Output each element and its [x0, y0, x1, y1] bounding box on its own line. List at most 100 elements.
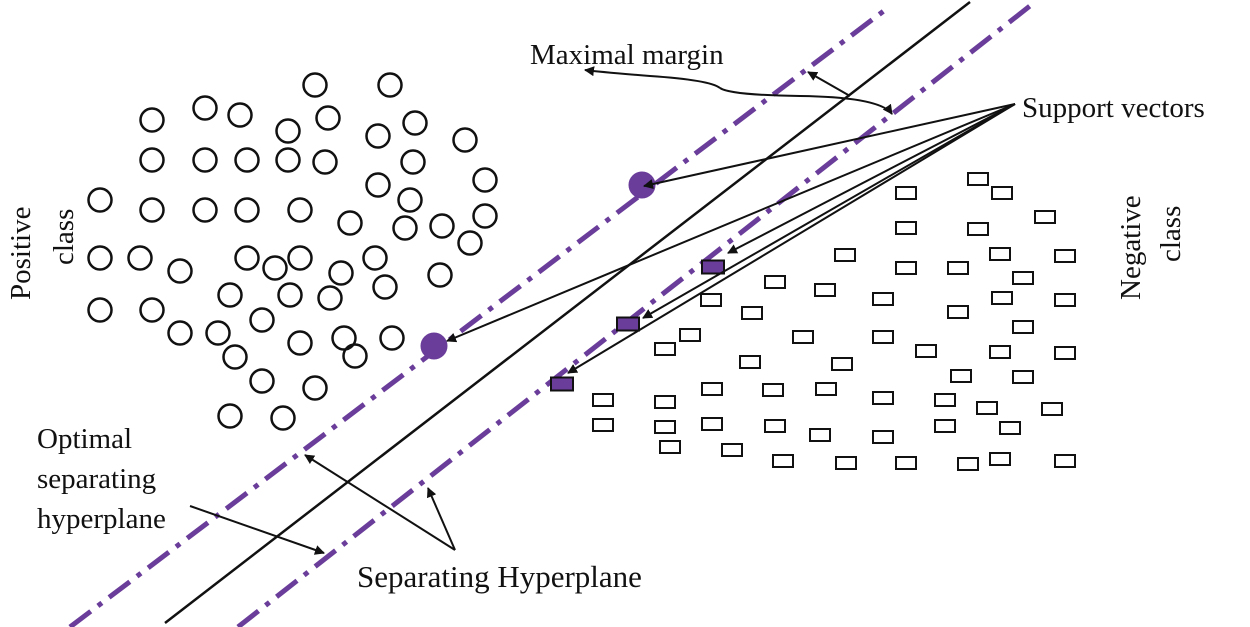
negative-class-label: Negative class — [1115, 195, 1187, 300]
negative-point — [947, 305, 969, 319]
positive-point — [139, 147, 165, 173]
negative-point — [835, 456, 857, 470]
positive-point — [400, 149, 426, 175]
negative-point — [967, 172, 989, 186]
positive-point — [139, 107, 165, 133]
negative-point — [1054, 293, 1076, 307]
positive-point — [402, 110, 428, 136]
support-vectors-label: Support vectors — [1022, 92, 1205, 124]
positive-point — [342, 343, 368, 369]
negative-point — [947, 261, 969, 275]
positive-support-vector — [420, 332, 448, 360]
negative-point — [895, 456, 917, 470]
negative-point — [679, 328, 701, 342]
positive-point — [275, 147, 301, 173]
positive-point — [234, 197, 260, 223]
margin-hyperplane-upper — [68, 8, 887, 627]
positive-class-label-line1: Positive — [5, 207, 37, 300]
positive-class-points — [87, 72, 656, 431]
positive-point — [217, 282, 243, 308]
positive-point — [205, 320, 231, 346]
maximal-margin-arrow — [719, 87, 893, 115]
positive-point — [365, 172, 391, 198]
negative-class-label-line1: Negative — [1115, 195, 1147, 300]
positive-point — [127, 245, 153, 271]
negative-point — [950, 369, 972, 383]
negative-point — [1012, 320, 1034, 334]
negative-point — [999, 421, 1021, 435]
negative-point — [701, 382, 723, 396]
negative-point — [934, 393, 956, 407]
negative-point — [772, 454, 794, 468]
negative-class-label-line2: class — [1155, 206, 1187, 262]
negative-point — [814, 283, 836, 297]
positive-point — [167, 320, 193, 346]
annotation-arrows — [189, 66, 1016, 555]
support-vector-arrow — [643, 103, 1016, 189]
positive-point — [328, 260, 354, 286]
positive-point — [331, 325, 357, 351]
positive-point — [457, 230, 483, 256]
negative-point — [762, 383, 784, 397]
negative-support-vector — [701, 259, 725, 275]
maximal-margin-arrow — [807, 71, 851, 97]
positive-point — [217, 403, 243, 429]
negative-point — [872, 292, 894, 306]
negative-point — [659, 440, 681, 454]
positive-point — [192, 147, 218, 173]
negative-point — [741, 306, 763, 320]
positive-point — [317, 285, 343, 311]
positive-point — [287, 197, 313, 223]
positive-point — [315, 105, 341, 131]
positive-point — [429, 213, 455, 239]
positive-point — [167, 258, 193, 284]
positive-point — [397, 187, 423, 213]
negative-point — [792, 330, 814, 344]
negative-point — [764, 419, 786, 433]
positive-point — [472, 167, 498, 193]
negative-point — [934, 419, 956, 433]
negative-point — [592, 393, 614, 407]
maximal-margin-arrow — [584, 66, 721, 89]
negative-point — [895, 221, 917, 235]
positive-point — [192, 197, 218, 223]
negative-point — [872, 330, 894, 344]
negative-point — [895, 186, 917, 200]
positive-point — [275, 118, 301, 144]
positive-point — [192, 95, 218, 121]
negative-point — [957, 457, 979, 471]
optimal-hyperplane-label-line3: hyperplane — [37, 503, 166, 535]
negative-point — [739, 355, 761, 369]
positive-point — [337, 210, 363, 236]
positive-point — [277, 282, 303, 308]
negative-support-vector — [616, 316, 640, 332]
separating-hyperplane-arrow — [427, 487, 456, 551]
separating-hyperplane-label: Separating Hyperplane — [357, 559, 642, 594]
positive-point — [372, 274, 398, 300]
negative-point — [815, 382, 837, 396]
negative-class-points — [550, 172, 1076, 471]
positive-point — [249, 368, 275, 394]
positive-point — [362, 245, 388, 271]
negative-point — [654, 342, 676, 356]
maximal-margin-label: Maximal margin — [530, 39, 724, 71]
positive-point — [312, 149, 338, 175]
negative-point — [989, 452, 1011, 466]
negative-point — [700, 293, 722, 307]
negative-point — [1054, 249, 1076, 263]
negative-point — [895, 261, 917, 275]
negative-point — [991, 291, 1013, 305]
positive-point — [452, 127, 478, 153]
positive-point — [270, 405, 296, 431]
positive-point — [287, 245, 313, 271]
positive-point — [87, 297, 113, 323]
positive-point — [234, 147, 260, 173]
negative-point — [1034, 210, 1056, 224]
optimal-hyperplane-arrow — [189, 505, 325, 555]
negative-point — [1012, 370, 1034, 384]
optimal-hyperplane-label-line1: Optimal — [37, 423, 132, 455]
negative-point — [831, 357, 853, 371]
positive-point — [139, 297, 165, 323]
negative-point — [1012, 271, 1034, 285]
